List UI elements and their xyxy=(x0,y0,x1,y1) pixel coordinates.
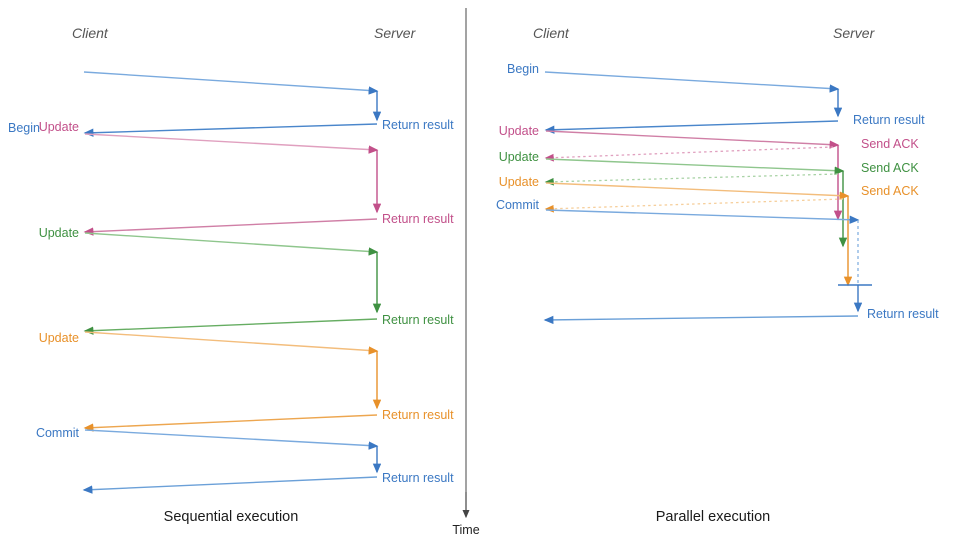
panel-sequential: Client Server Begin Return result Update… xyxy=(8,25,454,525)
arrow-response-begin-2 xyxy=(544,120,839,134)
label-client-update-1: Update xyxy=(39,120,79,134)
label-client-update-1-2: Update xyxy=(499,124,539,138)
label-server-return-4: Return result xyxy=(382,408,454,422)
label-client-update-3-2: Update xyxy=(499,175,539,189)
arrow-response-3 xyxy=(83,318,378,335)
label-client-update-2-2: Update xyxy=(499,150,539,164)
label-server-ack-3: Send ACK xyxy=(861,184,919,198)
label-client-begin-2: Begin xyxy=(507,62,539,76)
label-client-commit: Commit xyxy=(36,426,80,440)
label-server-ack-1: Send ACK xyxy=(861,137,919,151)
label-client-update-2: Update xyxy=(39,226,79,240)
panel-caption-parallel: Parallel execution xyxy=(656,509,770,525)
label-client-commit-2: Commit xyxy=(496,198,540,212)
label-server-return-2: Return result xyxy=(382,212,454,226)
arrow-request-commit xyxy=(84,429,379,450)
label-server-return-3: Return result xyxy=(382,313,454,327)
panel-caption-sequential: Sequential execution xyxy=(164,509,299,525)
arrow-request-begin-2 xyxy=(544,71,840,93)
arrow-request-update-2-2 xyxy=(545,158,845,175)
label-server-ack-2: Send ACK xyxy=(861,161,919,175)
arrow-ack-orange xyxy=(544,198,844,213)
actor-server-label-2: Server xyxy=(833,25,876,41)
arrow-response-1 xyxy=(83,123,378,137)
arrow-ack-green xyxy=(544,173,839,186)
arrow-request-commit-2 xyxy=(545,209,860,224)
arrow-request-update-2 xyxy=(84,232,379,256)
arrow-response-2 xyxy=(83,218,378,236)
arrow-request-update-1-2 xyxy=(545,130,840,149)
time-axis-label: Time xyxy=(452,523,479,537)
label-server-return-commit-2: Return result xyxy=(867,307,939,321)
label-client-begin: Begin xyxy=(8,121,40,135)
label-server-return-1: Return result xyxy=(382,118,454,132)
label-server-return-5: Return result xyxy=(382,471,454,485)
arrow-request-update-3-2 xyxy=(545,182,850,200)
actor-client-label: Client xyxy=(72,25,109,41)
arrow-ack-pink xyxy=(544,146,834,162)
arrow-response-4 xyxy=(83,414,378,432)
arrow-response-5 xyxy=(82,476,378,494)
label-server-return-begin-2: Return result xyxy=(853,113,925,127)
label-client-update-3: Update xyxy=(39,331,79,345)
actor-server-label: Server xyxy=(374,25,417,41)
actor-client-label-2: Client xyxy=(533,25,570,41)
arrow-request-update-1 xyxy=(84,133,379,154)
arrow-request-update-3 xyxy=(84,331,379,355)
arrow-request-begin xyxy=(83,71,379,95)
arrow-response-commit-2 xyxy=(543,315,859,325)
panel-parallel: Client Server Begin Return result Update… xyxy=(496,25,939,525)
